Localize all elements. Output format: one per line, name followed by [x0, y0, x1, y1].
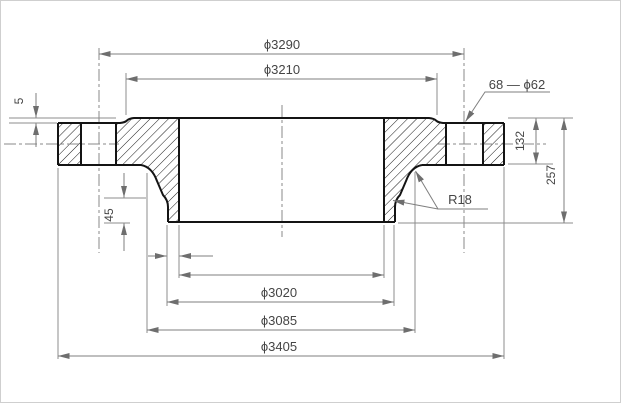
dim-fillet-radius: R18	[392, 170, 488, 210]
dim-hub-base-dia: ϕ3085	[147, 313, 415, 333]
part-outline	[57, 117, 505, 223]
dim-bore-dia: ϕ3020	[167, 285, 394, 305]
dim-total-height: 257	[544, 118, 567, 223]
extension-lines	[9, 73, 573, 359]
dim-raised-face: ϕ3210	[126, 62, 437, 82]
dim-hub-straight-label: 45	[102, 208, 116, 222]
dim-bolt-holes: 68 — ϕ62	[465, 77, 550, 122]
dim-bore-dia-label: ϕ3020	[261, 285, 297, 300]
dim-raised-face-label: ϕ3210	[264, 62, 300, 77]
dim-step-height: 5	[12, 93, 39, 147]
dim-hub-straight: 45	[102, 173, 127, 251]
section-hatching	[58, 118, 504, 222]
dim-fillet-radius-label: R18	[448, 192, 472, 207]
top-profile-edge	[58, 117, 504, 124]
dim-outer-dia-label: ϕ3405	[261, 339, 297, 354]
dim-outer-dia: ϕ3405	[58, 339, 504, 359]
hatch-right-hub	[384, 118, 446, 222]
dim-total-height-label: 257	[544, 165, 558, 185]
dim-step-height-label: 5	[12, 97, 26, 104]
dim-bolt-circle-label: ϕ3290	[264, 37, 300, 52]
centerlines	[4, 48, 546, 253]
dim-bolt-circle: ϕ3290	[99, 37, 464, 57]
hatch-right-rim	[483, 123, 504, 165]
hatch-left-hub	[116, 118, 179, 222]
left-hub-taper-edge	[140, 164, 169, 222]
dim-flange-thickness-label: 132	[513, 131, 527, 151]
dim-flange-thickness: 132	[513, 118, 539, 164]
dim-bolt-holes-label: 68 — ϕ62	[489, 77, 545, 92]
dim-hub-base-dia-label: ϕ3085	[261, 313, 297, 328]
